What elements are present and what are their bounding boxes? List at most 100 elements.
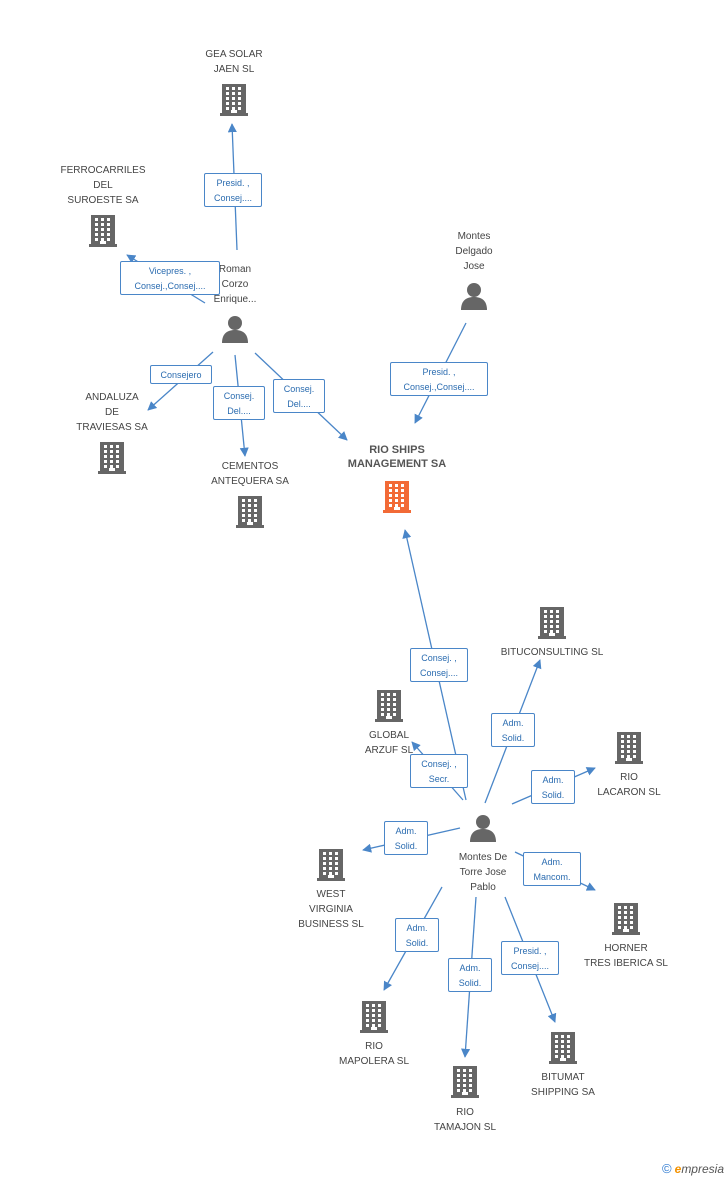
edge-label-line: Adm. [541,857,563,867]
edge-label[interactable]: Consejero [150,364,212,384]
building-icon[interactable] [316,848,346,887]
edge-label-line: Del.... [287,399,311,409]
building-icon[interactable] [97,441,127,480]
edge-label[interactable]: Presid. ,Consej.... [204,173,262,207]
edge-label[interactable]: Adm. Solid. [384,821,428,855]
edge-label-line: Adm. [542,775,564,785]
edge-label[interactable]: Consej. , Consej.... [410,648,468,682]
node-label[interactable]: FERROCARRILES DEL SUROESTE SA [38,163,168,208]
edge-label[interactable]: Adm. Solid. [395,918,439,952]
edge-label[interactable]: Adm. Solid. [491,713,535,747]
edge-label-line: Solid. [405,938,429,948]
node-label[interactable]: GLOBAL ARZUF SL [324,728,454,758]
node-label-line: TRAVIESAS SA [76,422,148,433]
edge-label-line: Adm. [406,923,428,933]
node-label[interactable]: WEST VIRGINIA BUSINESS SL [266,887,396,932]
copyright-symbol: © [662,1161,672,1176]
edge-label-line: Consej. , [421,759,457,769]
building-icon[interactable] [382,480,412,519]
edge-label[interactable]: Consej.Del.... [213,386,265,420]
edge-label[interactable]: Adm. Mancom. [523,852,581,886]
person-icon[interactable] [468,813,498,848]
node-label-line: GLOBAL [368,730,410,741]
node-label-line: DEL [93,180,113,191]
edge-label[interactable]: Presid. ,Consej.... [501,941,559,975]
edge-label[interactable]: Presid. , Consej.,Consej.... [390,362,488,396]
edge-label-line: Solid. [541,790,565,800]
node-label-line: CEMENTOS [221,461,279,472]
edge-label-line: Consej.... [213,193,253,203]
edge-label-line: Presid. , [422,367,456,377]
node-label-line: Montes De [458,852,508,863]
node-label-line: SHIPPING SA [531,1087,595,1098]
node-label-line: SUROESTE SA [67,195,139,206]
node-label-line: LACARON SL [597,787,661,798]
node-label[interactable]: CEMENTOS ANTEQUERA SA [185,459,315,489]
edge-label-line: Secr. [428,774,450,784]
brand-initial: e [674,1162,682,1176]
building-icon[interactable] [374,689,404,728]
brand-credit: ©empresia [662,1161,724,1176]
edge-label-line: Solid. [501,733,525,743]
edge-label-line: Consej.,Consej.... [403,382,475,392]
node-label-line: JAEN SL [213,64,255,75]
node-label-line: ARZUF SL [364,745,414,756]
edge-label[interactable]: Adm.Solid. [448,958,492,992]
node-label-line: Corzo [221,279,249,290]
edge-label-line: Solid. [394,841,418,851]
edge-label-line: Consej.,Consej.... [134,281,206,291]
edge-label-line: Adm. [502,718,524,728]
edge-label-line: Consej.... [419,668,459,678]
edge-label-line: Solid. [458,978,482,988]
node-label-line: MAPOLERA SL [338,1056,410,1067]
node-label-line: DE [105,407,119,418]
edge-label-line: Consej.... [510,961,550,971]
building-icon[interactable] [548,1031,578,1070]
edge-label[interactable]: Vicepres. , Consej.,Consej.... [120,261,220,295]
node-label-line: Roman [218,264,252,275]
edge-label-line: Adm. [395,826,417,836]
node-label-line: BUSINESS SL [298,919,364,930]
brand-name: mpresia [681,1162,724,1176]
node-label[interactable]: BITUMAT SHIPPING SA [498,1070,628,1100]
node-label-line: VIRGINIA [309,904,353,915]
node-label[interactable]: RIO MAPOLERA SL [309,1039,439,1069]
node-label[interactable]: ANDALUZA DE TRAVIESAS SA [47,390,177,435]
node-label-line: FERROCARRILES [60,165,146,176]
node-label-line: WEST [316,889,346,900]
node-label-line: BITUMAT [541,1072,585,1083]
building-icon[interactable] [537,606,567,645]
person-icon[interactable] [459,281,489,316]
building-icon[interactable] [235,495,265,534]
edge-label-line: Consej. [283,384,315,394]
edge-label[interactable]: Adm. Solid. [531,770,575,804]
node-label-line: Pablo [470,882,496,893]
building-icon[interactable] [614,731,644,770]
building-icon[interactable] [359,1000,389,1039]
node-label-line: Torre Jose [459,867,507,878]
node-label-line: ANTEQUERA SA [211,476,289,487]
node-label-line: ANDALUZA [85,392,139,403]
edge-label-line: Consej. , [421,653,457,663]
building-icon[interactable] [611,902,641,941]
edge-label-line: Vicepres. , [148,266,192,276]
edge-label[interactable]: Consej. Del.... [273,379,325,413]
building-icon[interactable] [219,83,249,122]
building-icon[interactable] [88,214,118,253]
edge-label-line: Mancom. [533,872,571,882]
building-icon[interactable] [450,1065,480,1104]
person-icon[interactable] [220,314,250,349]
node-label-line: TAMAJON SL [433,1122,497,1133]
node-label-line: RIO [365,1041,383,1052]
edge-label[interactable]: Consej. , Secr. [410,754,468,788]
node-label-line: BITUCONSULTING SL [500,647,604,658]
node-label[interactable]: BITUCONSULTING SL [487,645,617,660]
